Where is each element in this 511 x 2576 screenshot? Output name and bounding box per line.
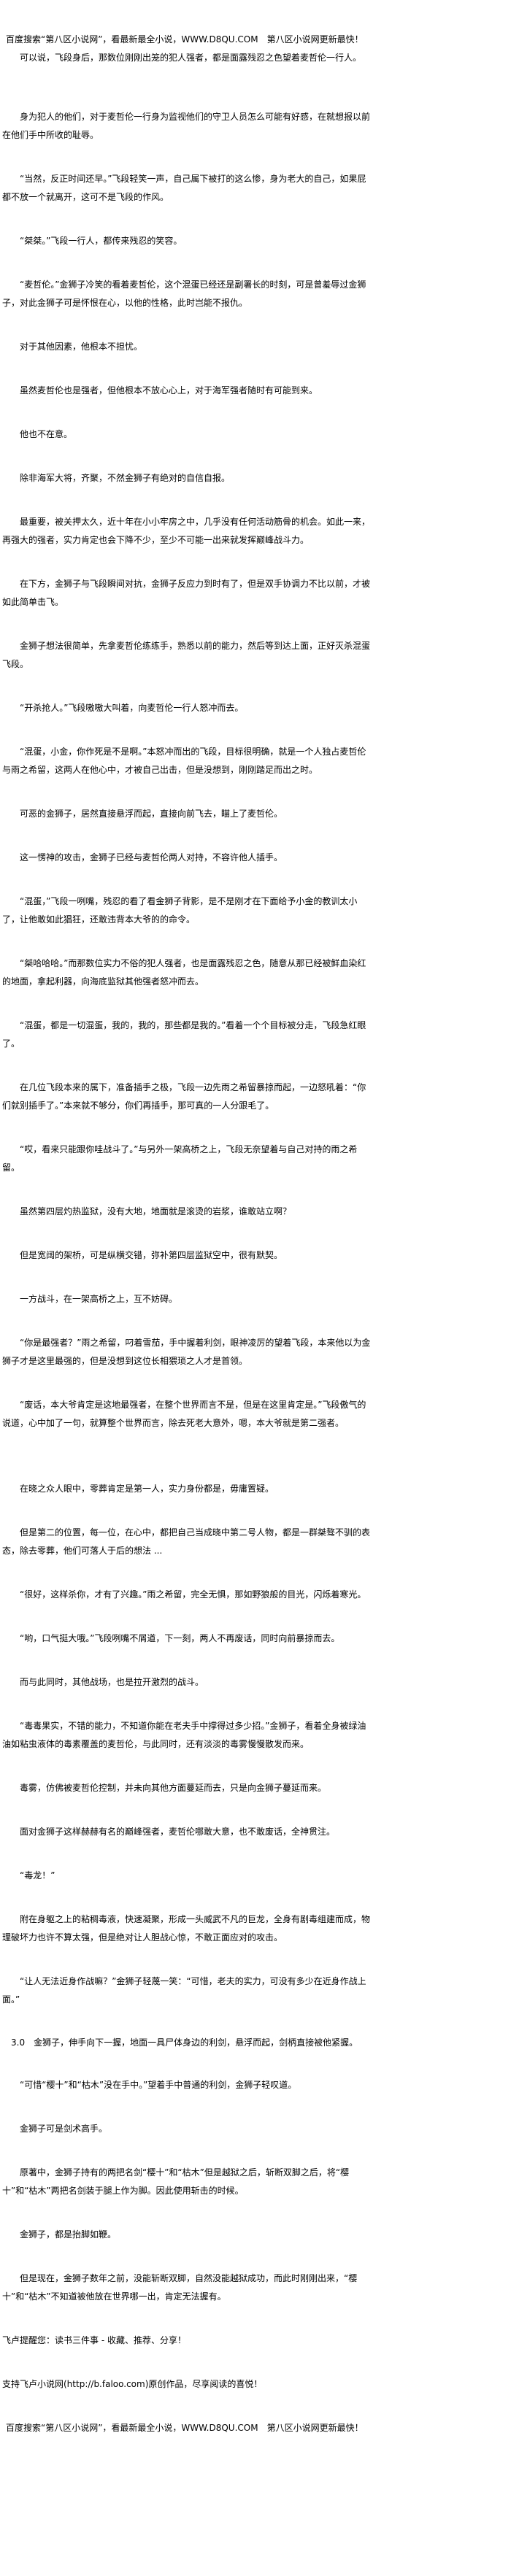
paragraph: 附在身躯之上的粘稠毒液，快速凝聚，形成一头威武不凡的巨龙，全身有剧毒组建而成，物… bbox=[2, 1914, 371, 1943]
paragraph: 但是第二的位置，每一位，在心中，都把自己当成晓中第二号人物，都是一群桀骜不驯的表… bbox=[2, 1527, 371, 1556]
paragraph: 在几位飞段本来的属下，准备插手之极，飞段一边先雨之希留暴掠而起，一边怒吼着：“你… bbox=[2, 1082, 366, 1111]
paragraph: 除非海军大将，齐聚，不然金狮子有绝对的自信自报。 bbox=[20, 473, 231, 483]
paragraph: “你是最强者？”雨之希留，叼着雪茄，手中握着利剑，眼神凌厉的望着飞段，本来他以为… bbox=[2, 1338, 371, 1366]
paragraph: 在下方，金狮子与飞段瞬间对抗，金狮子反应力到时有了，但是双手协调力不比以前，才被… bbox=[2, 579, 371, 607]
paragraph: 金狮子可是剑术高手。 bbox=[20, 2124, 108, 2134]
paragraph: 对于其他因素，他根本不担忧。 bbox=[20, 342, 143, 352]
paragraph: 一方战斗，在一架高桥之上，互不妨碍。 bbox=[20, 1294, 178, 1304]
paragraph: “开杀抢人。”飞段嗷嗷大叫着，向麦哲伦一行人怒冲而去。 bbox=[20, 703, 244, 713]
paragraph: “哟，口气挺大哦。”飞段咧嘴不屑道，下一刻，两人不再废话，同时向前暴掠而去。 bbox=[20, 1633, 340, 1643]
paragraph: “很好，这样杀你，才有了兴趣。”雨之希留，完全无惧，那如野狼般的目光，闪烁着寒光… bbox=[20, 1589, 366, 1600]
support-note: 支持飞卢小说网(http://b.faloo.com)原创作品，尽享阅读的喜悦！ bbox=[2, 2379, 263, 2389]
paragraph: 可恶的金狮子，居然直接悬浮而起，直接向前飞去，瞄上了麦哲伦。 bbox=[20, 809, 283, 819]
paragraph: 面对金狮子这样赫赫有名的巅峰强者，麦哲伦哪敢大意，也不敢废话，全神贯注。 bbox=[20, 1827, 336, 1837]
paragraph: “桀哈哈哈。”而那数位实力不俗的犯人强者，也是面露残忍之色，随意从那已经被鲜血染… bbox=[2, 958, 366, 987]
header-banner: 百度搜索“第八区小说网”，看最新最全小说，WWW.D8QU.COM 第八区小说网… bbox=[6, 34, 364, 45]
paragraph: 可以说，飞段身后，那数位刚刚出笼的犯人强者，都是面露残忍之色望着麦哲伦一行人。 bbox=[20, 53, 362, 63]
article: 百度搜索“第八区小说网”，看最新最全小说，WWW.D8QU.COM 第八区小说网… bbox=[2, 31, 372, 2437]
paragraph: “毒龙！” bbox=[20, 1870, 55, 1881]
paragraph: 原著中，金狮子持有的两把名剑“樱十”和“枯木”但是越狱之后，斩断双脚之后，将“樱… bbox=[2, 2167, 350, 2196]
paragraph: 虽然麦哲伦也是强者，但他根本不放心心上，对于海军强者随时有可能到来。 bbox=[20, 385, 318, 396]
paragraph: “麦哲伦。”金狮子冷笑的看着麦哲伦，这个混蛋已经还是副署长的时刻，可是曾羞辱过金… bbox=[2, 279, 366, 308]
paragraph: 金狮子，都是抬脚如鞭。 bbox=[20, 2229, 117, 2240]
paragraph: “让人无法近身作战嘛？”金狮子轻蔑一笑：“可惜，老夫的实力，可没有多少在近身作战… bbox=[2, 1976, 366, 2005]
paragraph: 毒雾，仿佛被麦哲伦控制，并未向其他方面蔓延而去，只是向金狮子蔓延而来。 bbox=[20, 1783, 327, 1793]
paragraph: 身为犯人的他们，对于麦哲伦一行身为监视他们的守卫人员怎么可能有好感，在就想报以前… bbox=[2, 112, 371, 140]
paragraph: “当然，反正时间还早。”飞段轻笑一声，自己属下被打的这么惨，身为老大的自己，如果… bbox=[2, 174, 366, 202]
chapter-body: 可以说，飞段身后，那数位刚刚出笼的犯人强者，都是面露残忍之色望着麦哲伦一行人。身… bbox=[2, 49, 372, 2306]
paragraph: 金狮子想法很简单，先拿麦哲伦练练手，熟悉以前的能力，然后等到达上面，正好灭杀混蛋… bbox=[2, 641, 371, 669]
paragraph: “桀桀。”飞段一行人，都传来残忍的笑容。 bbox=[20, 236, 182, 246]
paragraph: 他也不在意。 bbox=[20, 429, 73, 439]
paragraph: 在晓之众人眼中，零葬肯定是第一人，实力身份都是，毋庸置疑。 bbox=[20, 1484, 274, 1494]
paragraph: 这一愣神的攻击，金狮子已经与麦哲伦两人对持，不容许他人插手。 bbox=[20, 852, 283, 863]
paragraph: “混蛋，小金，你作死是不是啊。”本怒冲而出的飞段，目标很明确，就是一个人独占麦哲… bbox=[2, 747, 366, 775]
paragraph: “毒毒果实，不错的能力，不知道你能在老夫手中撑得过多少招。”金狮子，看着全身被绿… bbox=[2, 1721, 366, 1749]
paragraph: “混蛋，”飞段一咧嘴，残忍的看了看金狮子背影，是不是刚才在下面给予小金的教训太小… bbox=[2, 896, 358, 925]
footer-banner: 百度搜索“第八区小说网”，看最新最全小说，WWW.D8QU.COM 第八区小说网… bbox=[6, 2423, 364, 2433]
paragraph: 但是现在，金狮子数年之前，没能斩断双脚，自然没能越狱成功，而此时刚刚出来，“樱十… bbox=[2, 2273, 358, 2302]
paragraph: 虽然第四层灼热监狱，没有大地，地面就是滚烫的岩浆，谁敢站立啊？ bbox=[20, 1206, 292, 1216]
paragraph: 最重要，被关押太久，近十年在小小牢房之中，几乎没有任何活动筋骨的机会。如此一来，… bbox=[2, 517, 371, 545]
paragraph: 而与此同时，其他战场，也是拉开激烈的战斗。 bbox=[20, 1677, 204, 1687]
paragraph: “可惜“樱十”和“枯木”没在手中。”望着手中普通的利剑，金狮子轻叹道。 bbox=[20, 2080, 297, 2090]
footer-notes: 飞卢提醒您：读书三件事 - 收藏、推荐、分享！ 支持飞卢小说网(http://b.… bbox=[2, 2332, 372, 2394]
paragraph: “哎，看来只能跟你哇战斗了。”与另外一架高桥之上，飞段无奈望着与自己对持的雨之希… bbox=[2, 1144, 358, 1173]
paragraph: 但是宽阔的架桥，可是纵横交错，弥补第四层监狱空中，很有默契。 bbox=[20, 1250, 283, 1260]
reading-reminder: 飞卢提醒您：读书三件事 - 收藏、推荐、分享！ bbox=[2, 2335, 186, 2345]
paragraph: 3.0 金狮子，伸手向下一握，地面一具尸体身边的利剑，悬浮而起，剑柄直接被他紧握… bbox=[11, 2037, 358, 2048]
paragraph: “废话，本大爷肯定是这地最强者，在整个世界而言不是，但是在这里肯定是。”飞段傲气… bbox=[2, 1400, 366, 1428]
paragraph: “混蛋，都是一切混蛋，我的，我的，那些都是我的。”看着一个个目标被分走，飞段急红… bbox=[2, 1020, 366, 1049]
